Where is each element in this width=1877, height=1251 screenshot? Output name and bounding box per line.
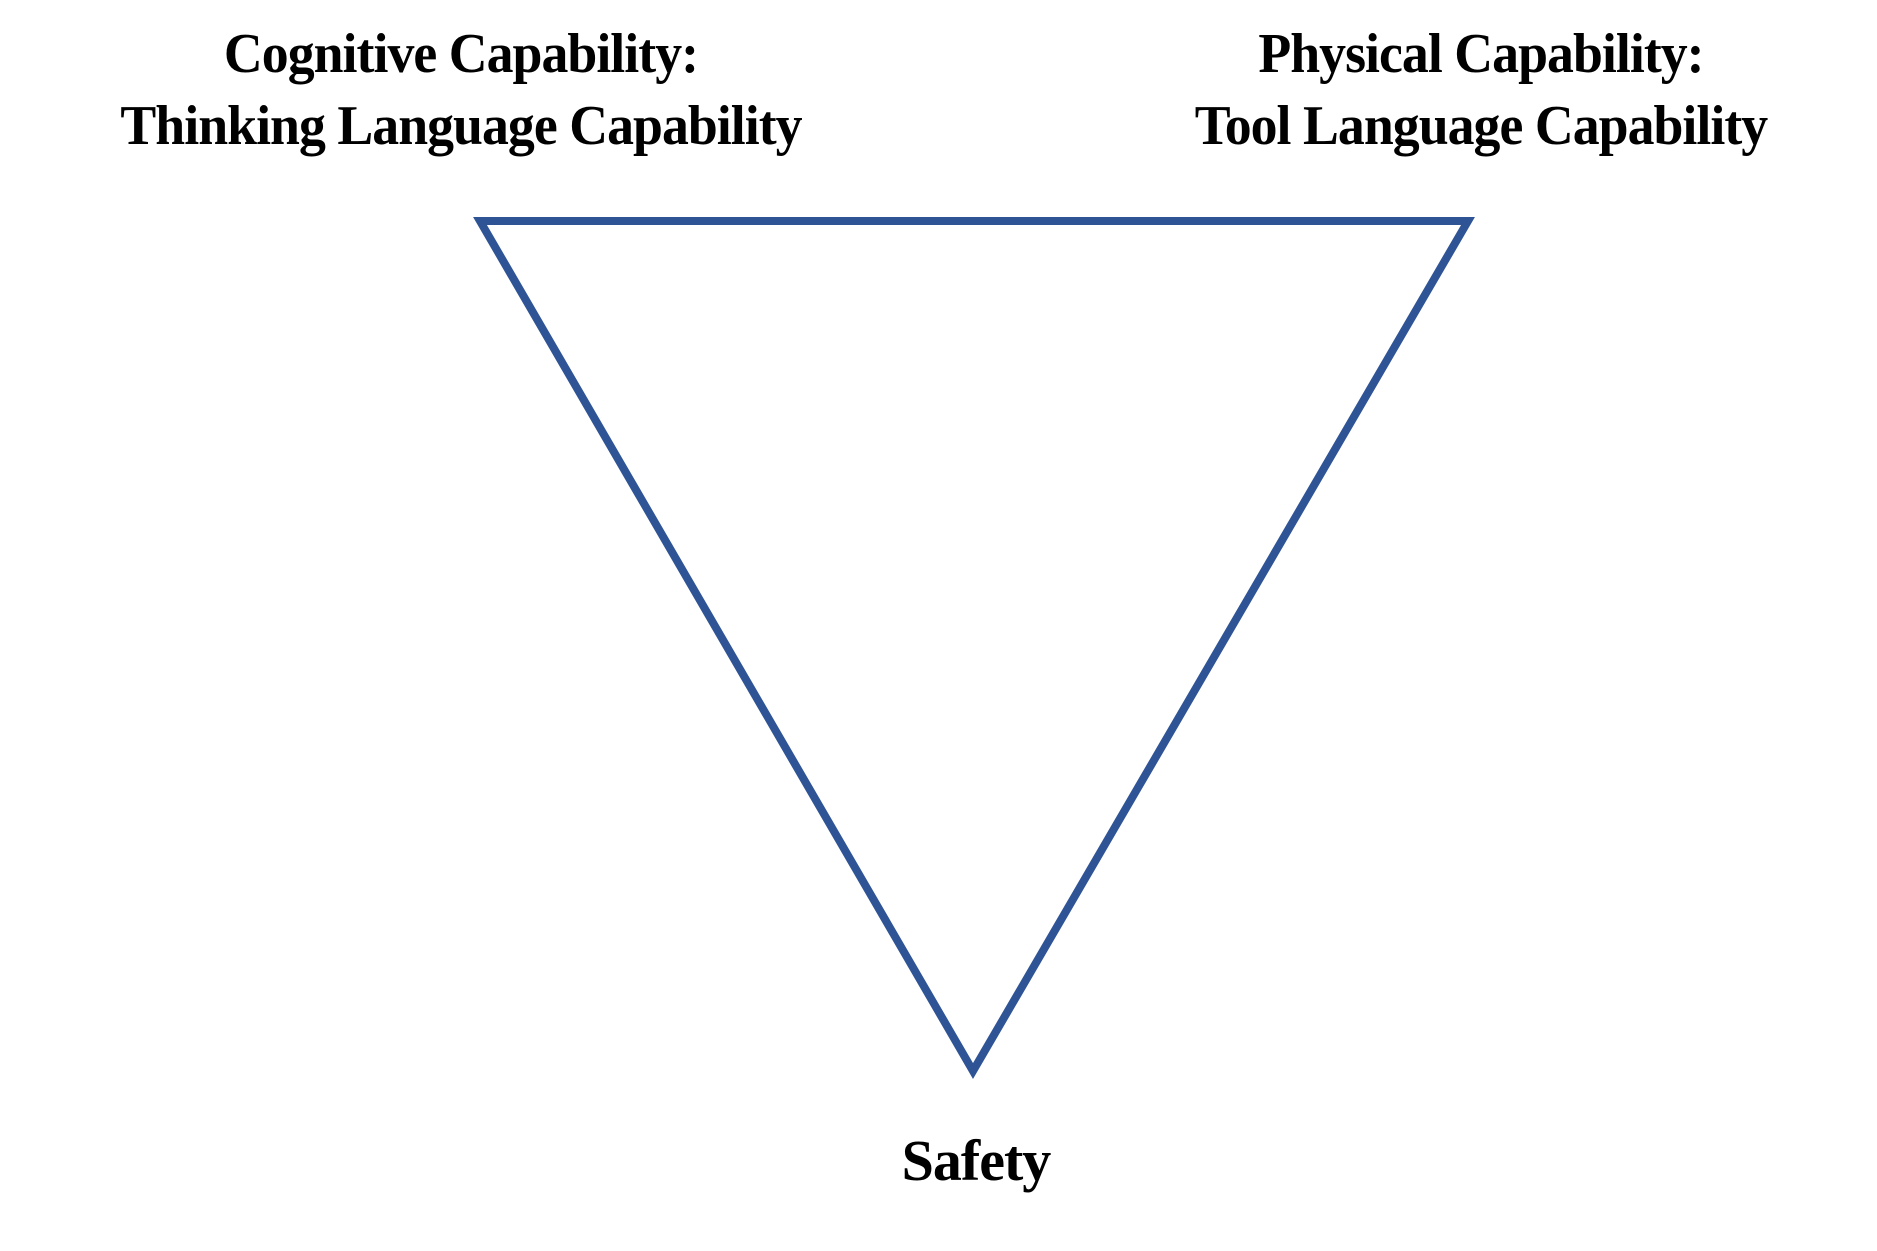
triangle-outline [473,217,1475,1079]
safety-label: Safety [901,1128,1052,1193]
cognitive-capability-label-line2: Thinking Language Capability [120,95,802,157]
physical-capability-label-line1: Physical Capability: [1258,23,1704,85]
physical-capability-label: Physical Capability: Tool Language Capab… [1100,18,1862,162]
physical-capability-label-line2: Tool Language Capability [1194,95,1768,157]
cognitive-capability-label-line1: Cognitive Capability: [223,23,699,85]
cognitive-capability-label: Cognitive Capability: Thinking Language … [25,18,897,162]
